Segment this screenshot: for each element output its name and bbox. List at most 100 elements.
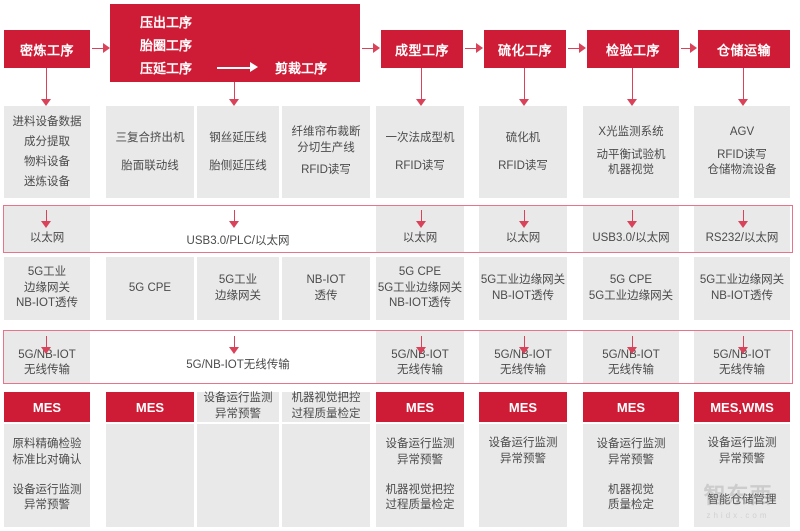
- equipment-cell-2: 三复合挤出机 胎面联动线: [106, 106, 194, 198]
- application-line: 设备运行监测: [596, 438, 666, 451]
- system-chip-mes-6[interactable]: MES,WMS: [694, 392, 790, 422]
- wired-arrow-3: [416, 210, 427, 228]
- gateway-line: NB-IOT透传: [492, 289, 554, 302]
- process-box-curing[interactable]: 硫化工序: [484, 30, 566, 68]
- application-cell-2: [106, 424, 194, 527]
- gateway-line: NB-IOT透传: [711, 289, 773, 302]
- gateway-line: 5G CPE: [609, 273, 653, 286]
- application-cell-8: 设备运行监测 异常预警 智能仓储管理: [694, 424, 790, 527]
- process-group-line-3-right: 剪裁工序: [275, 61, 328, 76]
- flow-arrow-4: [568, 43, 586, 54]
- application-line: 异常预警: [500, 452, 546, 465]
- gateway-line: 5G工业边缘网关: [588, 289, 674, 302]
- wired-cell-3: 以太网: [376, 206, 464, 252]
- wired-cell-2: USB3.0/PLC/以太网: [106, 206, 370, 252]
- equipment-line: 硫化机: [505, 132, 541, 145]
- wired-arrow-5: [627, 210, 638, 228]
- application-cell-4: [282, 424, 370, 527]
- equipment-line: RFID读写: [498, 159, 548, 172]
- wired-label: RS232/以太网: [705, 231, 779, 244]
- process-group-line-2: 胎圈工序: [140, 38, 193, 53]
- equipment-cell-5: 一次法成型机 RFID读写: [376, 106, 464, 198]
- wired-arrow-2: [229, 210, 240, 228]
- application-line: 异常预警: [719, 452, 765, 465]
- process-group-line-1: 压出工序: [140, 15, 193, 30]
- process-box-group[interactable]: 压出工序 胎圈工序 压延工序 剪裁工序: [110, 4, 360, 82]
- equipment-line: 成分提取: [24, 135, 70, 148]
- gateway-cell-1: 5G工业 边缘网关 NB-IOT透传: [4, 257, 90, 320]
- equipment-line: 一次法成型机: [385, 132, 455, 145]
- wireless-arrow-4: [519, 336, 530, 354]
- wireless-line: 无线传输: [397, 364, 443, 377]
- application-line: 异常预警: [24, 499, 70, 512]
- wireless-cell-6: 5G/NB-IOT 无线传输: [694, 331, 790, 383]
- wired-label: 以太网: [505, 231, 541, 244]
- wireless-arrow-1: [41, 336, 52, 354]
- application-line: 标准比对确认: [12, 453, 82, 466]
- gateway-line: 5G CPE: [398, 266, 442, 279]
- gateway-line: 透传: [314, 289, 338, 302]
- system-chip-mes-5[interactable]: MES: [583, 392, 679, 422]
- gateway-line: 5G工业: [27, 266, 67, 279]
- equipment-line: 机器视觉: [608, 164, 654, 177]
- equipment-line: RFID读写: [717, 148, 767, 161]
- gateway-line: 5G工业边缘网关: [377, 281, 463, 294]
- equipment-line: 分切生产线: [297, 141, 355, 154]
- application-line: 异常预警: [608, 453, 654, 466]
- wireless-line: 5G/NB-IOT: [602, 348, 660, 361]
- down-arrow-col-1: [41, 68, 52, 106]
- equipment-cell-4: 纤维帘布裁断 分切生产线 RFID读写: [282, 106, 370, 198]
- wireless-arrow-5: [627, 336, 638, 354]
- right-arrow-icon: [217, 62, 259, 72]
- gateway-line: 5G工业: [218, 273, 258, 286]
- gateway-cell-6: 5G工业边缘网关 NB-IOT透传: [479, 257, 567, 320]
- process-box-warehouse[interactable]: 仓储运输: [698, 30, 790, 68]
- wireless-arrow-3: [416, 336, 427, 354]
- process-box-building[interactable]: 成型工序: [381, 30, 463, 68]
- application-line: 设备运行监测: [385, 438, 455, 451]
- system-chip-mes-3[interactable]: MES: [376, 392, 464, 422]
- gateway-line: NB-IOT透传: [16, 297, 78, 310]
- wireless-cell-2: 5G/NB-IOT无线传输: [106, 331, 370, 383]
- gateway-line: NB-IOT透传: [389, 297, 451, 310]
- wired-label: USB3.0/PLC/以太网: [186, 235, 290, 247]
- equipment-line: 纤维帘布裁断: [291, 126, 361, 139]
- gateway-cell-5: 5G CPE 5G工业边缘网关 NB-IOT透传: [376, 257, 464, 320]
- system-line: 异常预警: [215, 408, 261, 420]
- wireless-line: 无线传输: [500, 364, 546, 377]
- down-arrow-col-6: [519, 68, 530, 106]
- application-line: 设备运行监测: [488, 437, 558, 449]
- wireless-cell-5: 5G/NB-IOT 无线传输: [583, 331, 679, 383]
- equipment-line: 物料设备: [24, 156, 70, 168]
- wireless-arrow-2: [229, 336, 240, 354]
- gateway-cell-8: 5G工业边缘网关 NB-IOT透传: [694, 257, 790, 320]
- system-line: 设备运行监测: [203, 392, 273, 405]
- gateway-line: 边缘网关: [215, 289, 261, 302]
- application-line: 质量检定: [608, 499, 654, 512]
- wireless-line: 无线传输: [24, 364, 70, 377]
- equipment-cell-7: X光监测系统 动平衡试验机 机器视觉: [583, 106, 679, 198]
- flow-arrow-5: [681, 43, 697, 54]
- application-line: 机器视觉把控: [385, 483, 455, 496]
- process-box-inspection[interactable]: 检验工序: [587, 30, 679, 68]
- gateway-line: 边缘网关: [24, 281, 70, 294]
- application-line: 智能仓储管理: [707, 494, 777, 507]
- application-line: 设备运行监测: [12, 483, 82, 496]
- system-chip-mes-4[interactable]: MES: [479, 392, 567, 422]
- system-chip-mes-1[interactable]: MES: [4, 392, 90, 422]
- wireless-line: 无线传输: [719, 364, 765, 377]
- gateway-line: 5G工业边缘网关: [699, 273, 785, 286]
- wireless-cell-3: 5G/NB-IOT 无线传输: [376, 331, 464, 383]
- process-box-mixing[interactable]: 密炼工序: [4, 30, 90, 68]
- down-arrow-col-group: [229, 82, 240, 106]
- equipment-line: 钢丝延压线: [209, 132, 267, 145]
- wireless-arrow-6: [738, 336, 749, 354]
- system-chip-mes-2[interactable]: MES: [106, 392, 194, 422]
- application-cell-7: 设备运行监测 异常预警 机器视觉 质量检定: [583, 424, 679, 527]
- wireless-line: 5G/NB-IOT: [391, 348, 449, 361]
- equipment-line: 迷炼设备: [24, 176, 70, 189]
- equipment-line: 仓储物流设备: [707, 164, 777, 177]
- application-line: 异常预警: [397, 453, 443, 466]
- equipment-line: 胎面联动线: [121, 159, 179, 172]
- equipment-cell-3: 钢丝延压线 胎侧延压线: [197, 106, 279, 198]
